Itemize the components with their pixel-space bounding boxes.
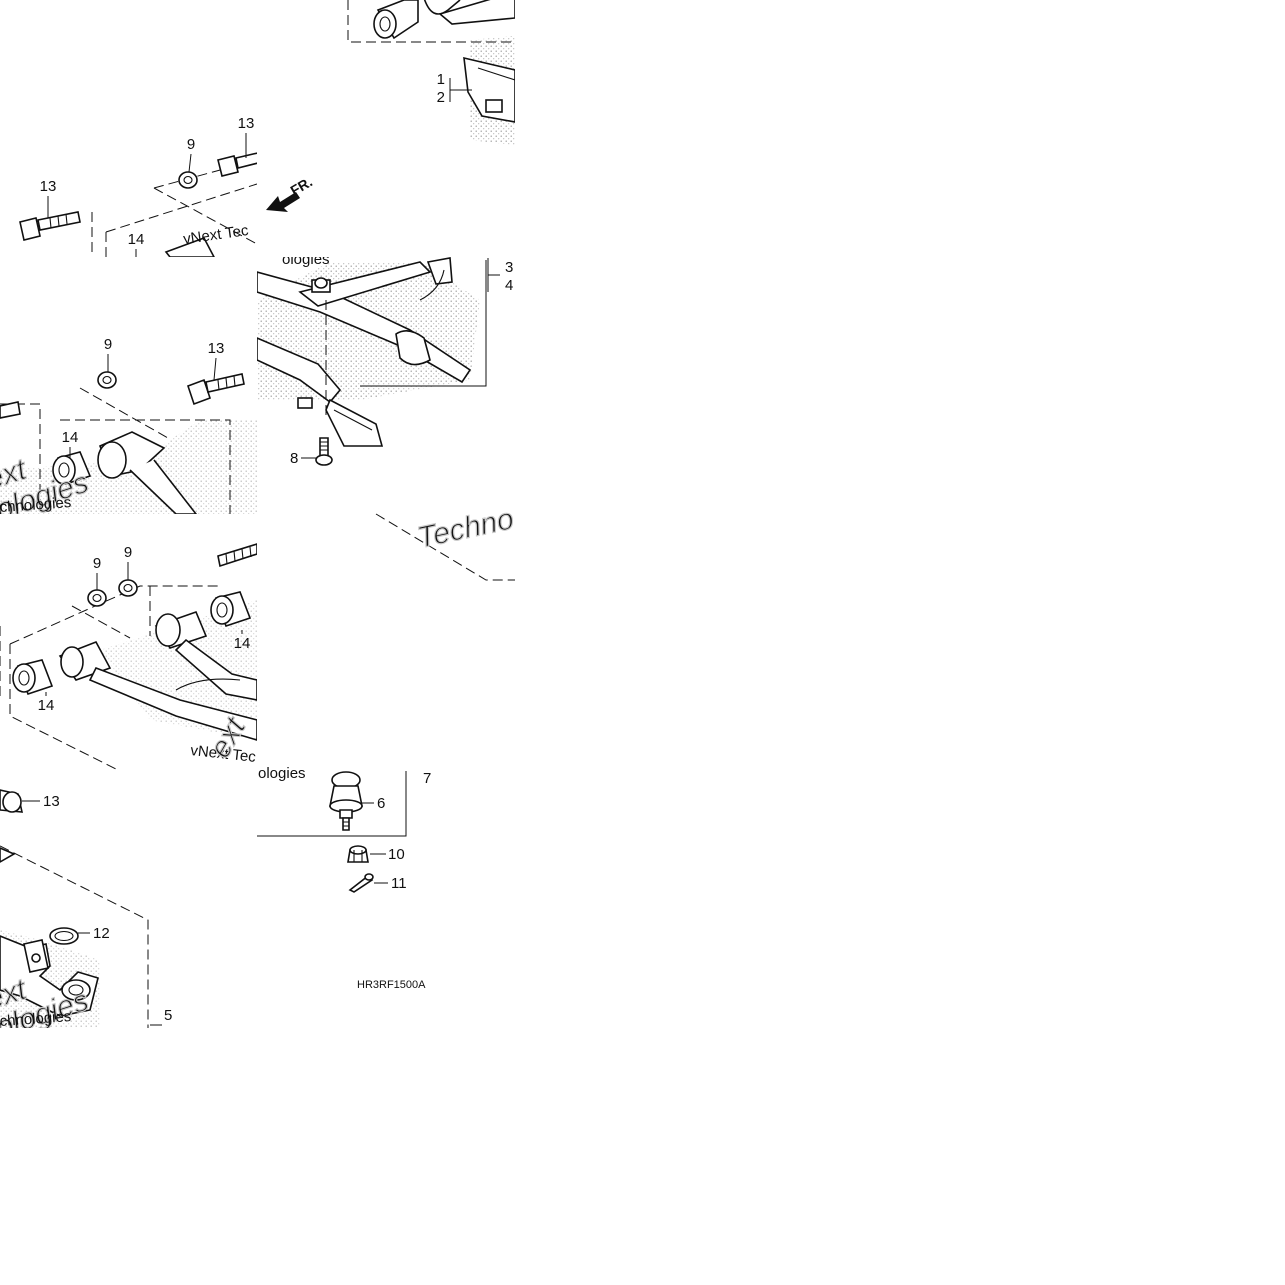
callouts-tile-b: 13 9 13 14	[40, 115, 255, 257]
ball-joint-group: ologies	[257, 765, 407, 893]
callout-9: 9	[124, 544, 132, 561]
tile-frame: ologies	[257, 251, 487, 466]
watermark-text: ologies	[282, 251, 330, 268]
callout-8: 8	[290, 450, 298, 467]
callout-13: 13	[43, 793, 60, 810]
diagram-code: HR3RF1500A	[357, 979, 426, 991]
callout-1-2: 1 2	[437, 71, 472, 106]
bushing-14-upper	[164, 237, 215, 257]
ball-joint-6	[329, 771, 363, 831]
bolt-13-right	[217, 152, 257, 177]
watermark-text: chnologies	[0, 1008, 72, 1030]
callout-5: 5	[164, 1007, 172, 1024]
callout-13: 13	[238, 115, 255, 132]
callout-13: 13	[208, 340, 225, 357]
bushing-top	[373, 0, 419, 40]
tile-lower-arm: vNext Tec ext	[0, 543, 257, 771]
callouts-tile-d: 3 4 8	[290, 258, 513, 467]
callout-9: 9	[187, 136, 195, 153]
front-direction-arrow: FR.	[266, 173, 315, 212]
callout-14: 14	[128, 231, 145, 248]
stud-right	[217, 543, 257, 568]
cotter-pin-11	[348, 873, 374, 893]
watermark-text: chnologies	[0, 494, 72, 516]
lower-a-arm	[58, 610, 257, 741]
callout-7: 7	[423, 770, 431, 787]
bolt-8	[315, 437, 333, 466]
callout-2: 2	[437, 89, 445, 106]
callout-1: 1	[437, 71, 445, 88]
callouts-ball-joint: 7 6 10 11	[362, 770, 431, 892]
callout-3: 3	[505, 259, 513, 276]
callout-14: 14	[234, 635, 251, 652]
bolt-13-middle	[186, 373, 245, 406]
watermark-text: vNext Tec	[182, 222, 250, 248]
weld-nut-top	[311, 277, 331, 293]
callout-14: 14	[38, 697, 55, 714]
watermark-text: vNext Tec	[190, 742, 257, 766]
callout-11: 11	[391, 875, 407, 892]
callout-6: 6	[377, 795, 385, 812]
watermark-outline: Techno	[415, 502, 517, 555]
circlip-12	[49, 927, 79, 945]
front-guard	[463, 56, 515, 123]
callout-9: 9	[93, 555, 101, 572]
bushing-14-right	[210, 591, 252, 628]
callout-4: 4	[505, 277, 513, 294]
bushing-14-middle	[52, 451, 92, 486]
tile-knuckle: ext ologies chnologies	[0, 789, 149, 1030]
watermark-text: ologies	[258, 765, 306, 782]
tile-top-guard	[347, 0, 515, 145]
castle-nut-10	[347, 845, 369, 863]
nut-9-right	[118, 579, 138, 597]
bolt-13-lower	[0, 789, 24, 813]
callout-12: 12	[93, 925, 110, 942]
tile-middle-left-arm: ext ologies chnologies	[0, 371, 257, 516]
bushing-14-left	[12, 659, 54, 696]
front-guard-lower	[325, 398, 384, 447]
callouts-tile-c: 9 13 14	[62, 336, 225, 458]
callout-10: 10	[388, 846, 405, 863]
callouts-tile-f: 13 12 5	[22, 793, 172, 1026]
tile-center-dash: Techno	[375, 502, 517, 581]
lower-arm-middle	[97, 431, 198, 514]
knuckle-bracket	[0, 935, 99, 1017]
bolt-13-upper	[19, 211, 81, 241]
callout-9: 9	[104, 336, 112, 353]
nut-9-upper	[178, 171, 198, 189]
callout-14: 14	[62, 429, 79, 446]
callouts-tile-e: 9 9 14 14	[38, 544, 251, 714]
nut-9-middle	[97, 371, 117, 389]
callout-13: 13	[40, 178, 57, 195]
nut-9-left	[87, 589, 107, 607]
